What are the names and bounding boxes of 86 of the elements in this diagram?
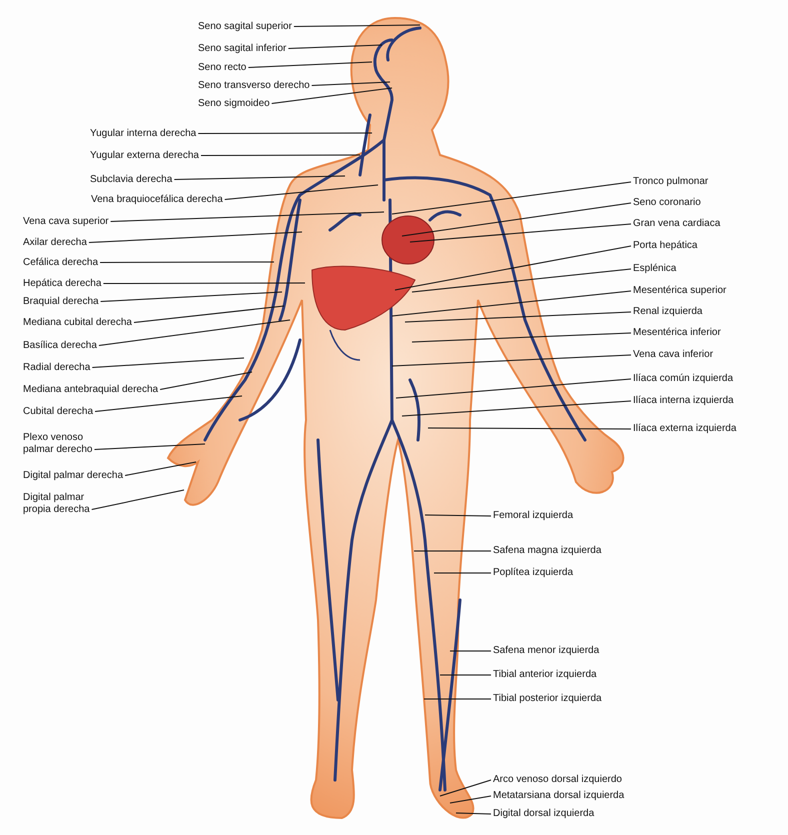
vein-label: Yugular interna derecha (90, 128, 196, 140)
vein-label: Yugular externa derecha (90, 150, 199, 162)
leader-line (424, 698, 492, 700)
vein-label: Plexo venoso palmar derecho (23, 432, 95, 456)
leader-line (293, 24, 420, 27)
vein-label: Metatarsiana dorsal izquierda (493, 790, 624, 802)
vein-label: Mediana antebraquial derecha (23, 384, 158, 396)
leader-line (396, 378, 632, 398)
leader-line (392, 182, 632, 214)
leader-line (412, 332, 632, 342)
vein-label: Tronco pulmonar (633, 176, 708, 188)
leader-line (450, 796, 492, 804)
leader-line (412, 268, 632, 292)
vein-label: Axilar derecha (23, 237, 87, 249)
vein-label: Seno sagital inferior (198, 43, 286, 55)
vein-label: Poplítea izquierda (493, 567, 574, 579)
leader-line (456, 812, 492, 814)
leader-line (271, 88, 392, 104)
vein-label: Safena menor izquierda (493, 645, 600, 657)
leader-line (94, 396, 242, 412)
leader-line (200, 154, 360, 156)
leader-line (450, 650, 492, 652)
vein-label: Digital palmar derecha (23, 470, 124, 482)
vein-label: Ilíaca común izquierda (633, 373, 734, 385)
vein-label: Seno sigmoideo (198, 98, 270, 110)
vein-label: Tibial anterior izquierda (493, 669, 597, 681)
vein-label: Seno recto (198, 62, 246, 74)
vein-label: Seno transverso derecho (198, 80, 310, 92)
leader-line (91, 490, 184, 510)
vein-label: Vena braquiocefálica derecha (91, 194, 223, 206)
vein-label: Vena cava inferior (633, 349, 714, 361)
vein-label: Mediana cubital derecha (23, 317, 132, 329)
vein-label: Renal izquierda (633, 306, 702, 318)
leader-line (94, 444, 206, 450)
vein-label: Basílica derecha (23, 340, 97, 352)
vein-label: Cefálica derecha (23, 257, 98, 269)
leader-line (424, 514, 492, 516)
leader-line (174, 176, 346, 180)
leader-line (414, 550, 492, 552)
leader-line (402, 400, 632, 416)
leader-line (392, 290, 632, 316)
vein-label: Gran vena cardiaca (633, 218, 720, 230)
leader-line (92, 358, 244, 368)
leader-line (248, 62, 372, 68)
vein-label: Vena cava superior (23, 216, 109, 228)
leader-line (124, 462, 196, 476)
leader-line (410, 224, 632, 242)
leader-line (440, 674, 492, 676)
leader-line (102, 282, 306, 284)
leader-line (440, 780, 492, 796)
leader-line (428, 428, 632, 430)
vein-label: Subclavia derecha (90, 174, 172, 186)
leader-line (88, 232, 302, 243)
vein-label: Seno sagital superior (198, 21, 292, 33)
leader-line (133, 306, 284, 323)
vein-label: Tibial posterior izquierda (493, 693, 602, 705)
vein-label: Radial derecha (23, 362, 90, 374)
leader-line (224, 184, 378, 200)
vein-label: Porta hepática (633, 240, 698, 252)
leader-line (311, 82, 390, 86)
vein-label: Braquial derecha (23, 296, 99, 308)
vein-label: Cubital derecha (23, 406, 94, 418)
leader-line (98, 320, 290, 346)
leader-line (402, 202, 632, 236)
vein-label: Safena magna izquierda (493, 545, 602, 557)
vein-label: Arco venoso dorsal izquierdo (493, 774, 622, 786)
vein-label: Digital dorsal izquierda (493, 808, 594, 820)
vein-label: Ilíaca externa izquierda (633, 423, 736, 435)
leader-line (198, 132, 372, 134)
leader-line (160, 372, 252, 390)
leader-line (392, 354, 632, 366)
vein-label: Esplénica (633, 263, 676, 275)
vein-label: Femoral izquierda (493, 510, 574, 522)
leader-line (100, 262, 274, 263)
leader-line (288, 44, 382, 49)
leader-line (100, 292, 282, 302)
vein-label: Hepática derecha (23, 278, 102, 290)
leader-line (434, 572, 492, 574)
leader-line (394, 246, 632, 290)
vein-label: Mesentérica inferior (633, 327, 721, 339)
vein-label: Seno coronario (633, 197, 701, 209)
vein-label: Ilíaca interna izquierda (633, 395, 734, 407)
leader-line (404, 312, 632, 322)
vein-label: Mesentérica superior (633, 285, 726, 297)
vein-label: Digital palmar propia derecha (23, 492, 98, 516)
leader-line (110, 212, 384, 222)
